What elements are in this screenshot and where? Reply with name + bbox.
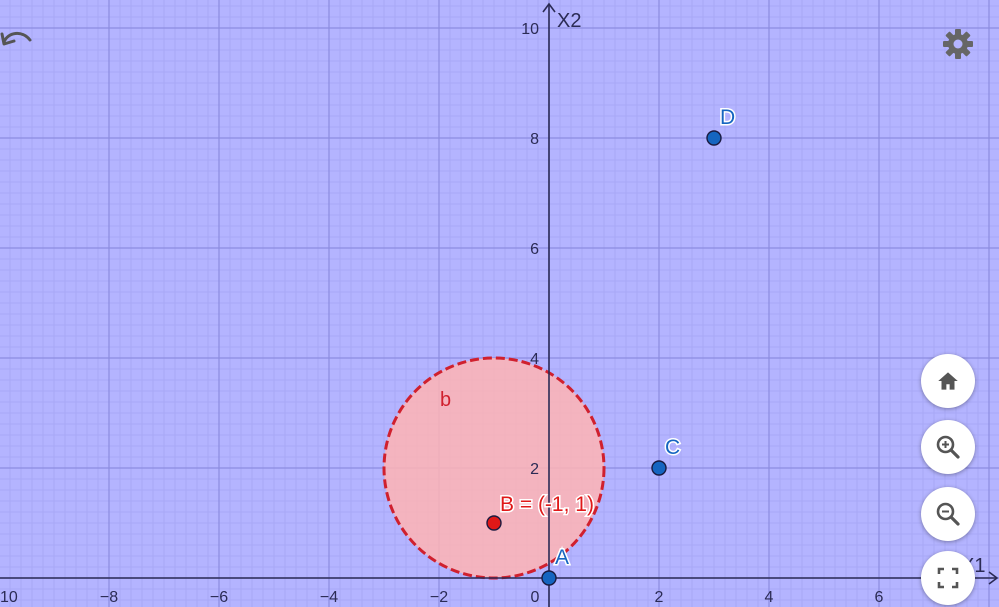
y-tick-label: 6 [530,241,539,258]
x-tick-label: 10 [0,589,18,606]
x-tick-label: 4 [765,589,774,606]
settings-button[interactable] [940,26,976,62]
point-label-a: A [555,546,569,569]
y-tick-label: 2 [530,461,539,478]
tick-labels: 10 −8 −6 −4 −2 0 2 4 6 2 4 6 8 10 [0,21,884,606]
gear-icon [943,29,973,59]
circle-label: b [440,389,451,411]
x-tick-label: −2 [430,589,448,606]
x-axis-arrow [988,571,999,585]
home-icon [938,372,958,390]
fullscreen-icon [937,567,959,589]
circle-layer: b [382,356,606,580]
x-tick-label: −6 [210,589,228,606]
point-a [541,570,557,586]
point-label-b: B = (-1, 1) [500,493,594,516]
undo-button[interactable] [0,26,34,54]
points-layer: A C D B = (-1, 1) [486,105,737,586]
zoom-in-button[interactable] [921,420,975,474]
circle-b [382,356,606,580]
x-tick-label: 0 [531,589,540,606]
home-button[interactable] [921,354,975,408]
x-tick-label: −4 [320,589,338,606]
point-label-c: C [665,436,680,459]
y-tick-label: 4 [530,351,539,368]
fullscreen-button[interactable] [921,551,975,605]
point-b [486,515,502,531]
x-tick-label: 6 [875,589,884,606]
x-tick-label: 2 [655,589,664,606]
y-tick-label: 10 [521,21,539,38]
zoom-out-icon [936,502,960,526]
point-d [706,130,722,146]
zoom-out-button[interactable] [921,487,975,541]
undo-icon [0,32,32,46]
x-tick-label: −8 [100,589,118,606]
point-c [651,460,667,476]
point-label-d: D [720,106,735,129]
y-axis-arrow [542,2,556,13]
y-axis-label: X2 [557,10,581,32]
y-tick-label: 8 [530,131,539,148]
zoom-in-icon [936,435,960,459]
